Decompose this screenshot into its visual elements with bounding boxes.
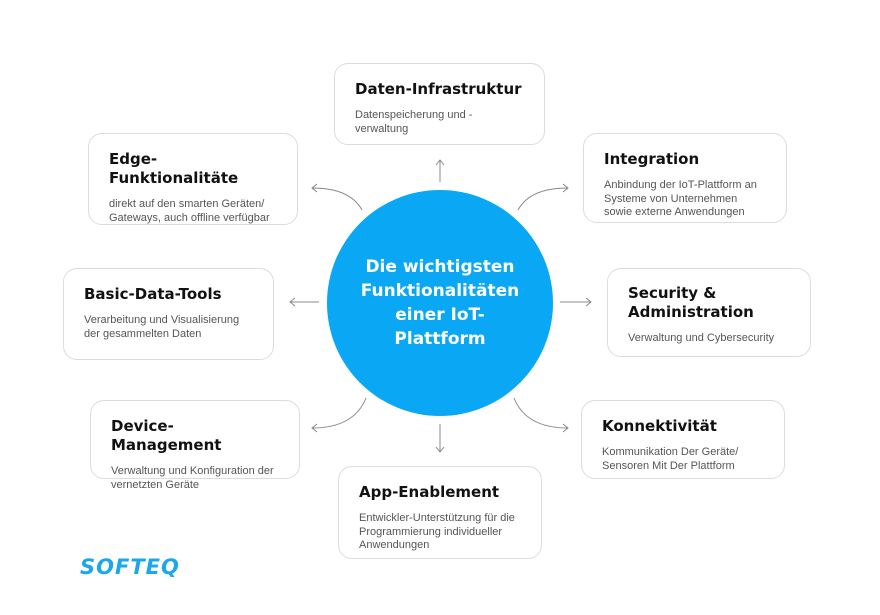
box-text: Datenspeicherung und -verwaltung (355, 109, 473, 135)
box-title: Integration (604, 150, 700, 168)
box-text: Verwaltung und Konfiguration der vernetz… (111, 465, 274, 491)
box-title: Security & Administration (628, 284, 754, 321)
box-title: Device-Management (111, 417, 222, 454)
center-circle: Die wichtigsten Funktionalitäten einer I… (327, 190, 553, 416)
box-title: App-Enablement (359, 483, 500, 501)
box-text: direkt auf den smarten Geräten/ Gateways… (109, 198, 270, 224)
box-title: Basic-Data-Tools (84, 285, 222, 303)
box-title: Daten-Infrastruktur (355, 80, 522, 98)
center-title: Die wichtigsten Funktionalitäten einer I… (360, 257, 520, 349)
box-edge: Edge-Funktionalitäte direkt auf den smart… (88, 133, 298, 225)
box-text: Verwaltung und Cybersecurity (628, 332, 775, 344)
box-title: Konnektivität (602, 417, 717, 435)
box-title: Edge-Funktionalitäte (109, 150, 239, 187)
softeq-logo: SOFTEQ (80, 555, 180, 579)
box-text: Verarbeitung und Visualisierung der gesa… (84, 314, 240, 340)
box-text: Anbindung der IoT-Plattform an Systeme v… (604, 179, 757, 218)
box-text: Entwickler-Unterstützung für die Program… (359, 512, 515, 551)
box-text: Kommunikation Der Geräte/ Sensoren Mit D… (602, 446, 739, 472)
